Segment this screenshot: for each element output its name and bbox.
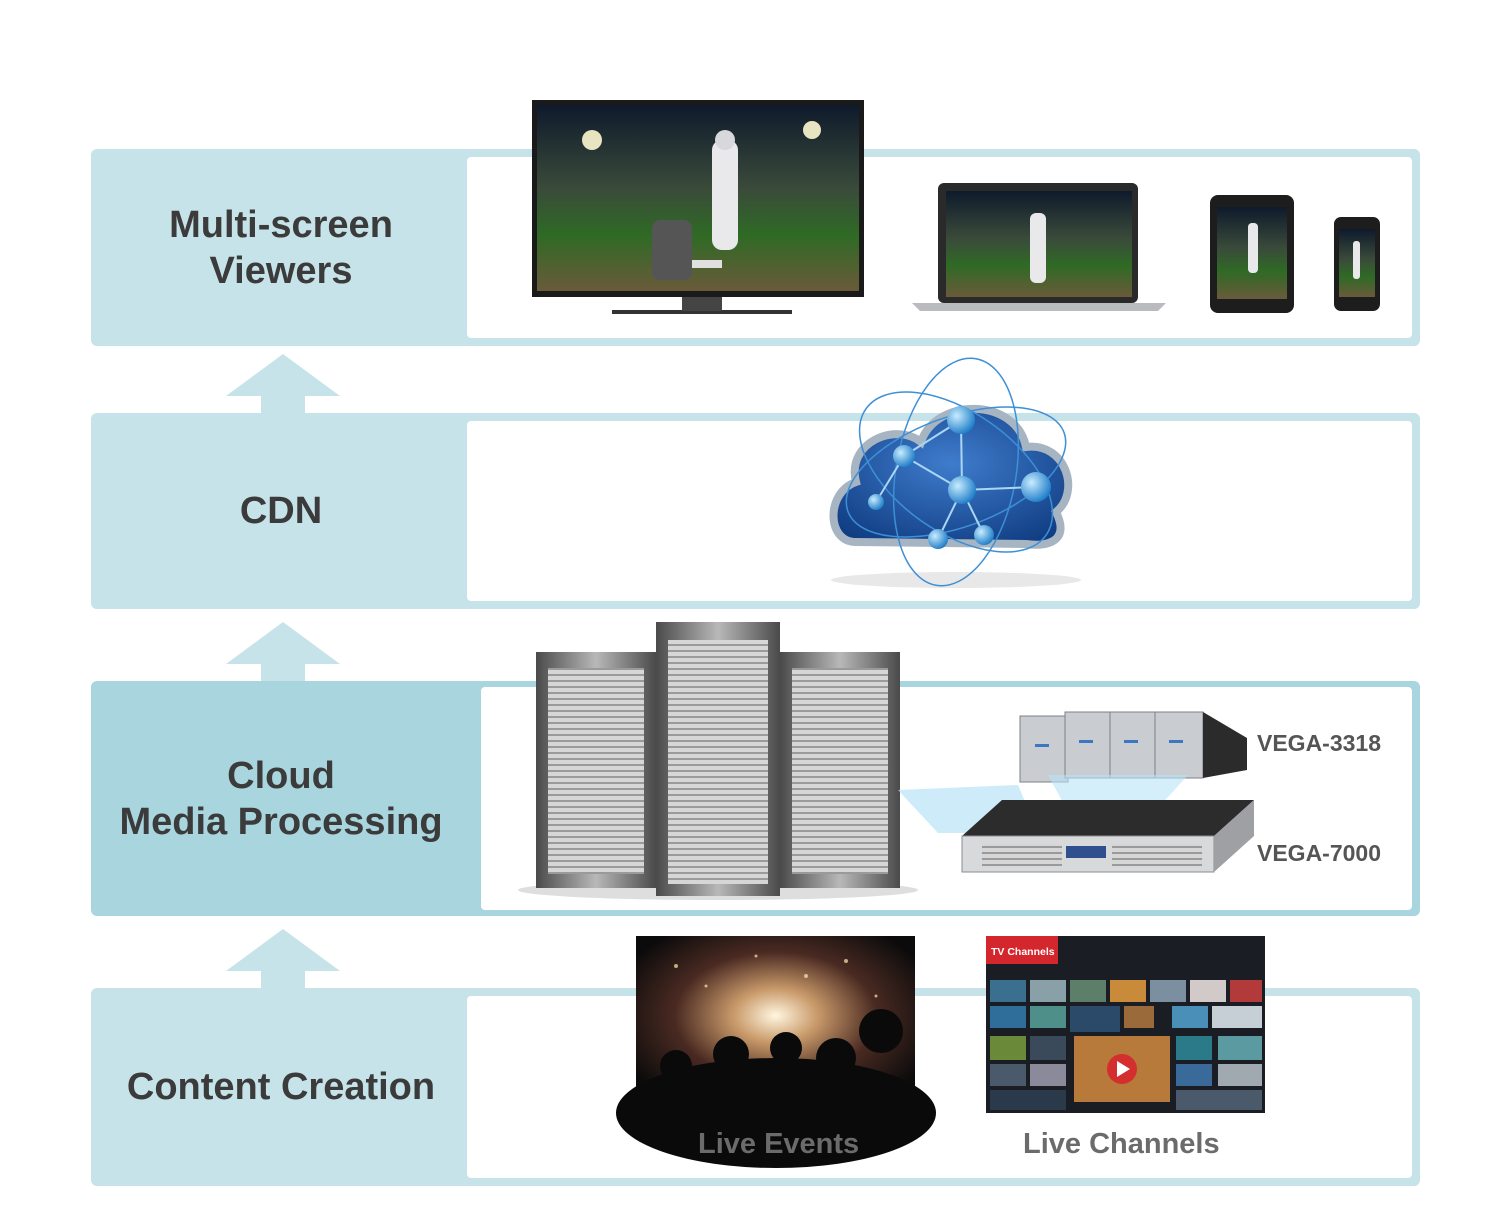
tv-icon: [532, 100, 864, 314]
processing-label-line1: Cloud: [227, 754, 335, 797]
processing-label-line2: Media Processing: [119, 800, 443, 843]
vega-7000-label: VEGA-7000: [1257, 840, 1382, 866]
tv-channels-badge: TV Channels: [991, 946, 1055, 958]
cdn-label: CDN: [239, 490, 323, 532]
cloud-network-icon: [829, 357, 1081, 588]
cdn-layer: CDN: [91, 413, 1420, 609]
live-channels-caption: Live Channels: [1023, 1128, 1220, 1160]
laptop-icon: [912, 183, 1166, 311]
gpu-card-icon: [1019, 711, 1247, 783]
live-events-caption: Live Events: [698, 1128, 860, 1160]
tv-channels-photo-icon: TV Channels: [986, 936, 1265, 1113]
cdn-layer-label: CDN: [91, 413, 471, 609]
content-layer-label: Content Creation: [91, 988, 471, 1186]
tablet-icon: [1210, 195, 1294, 313]
viewers-layer-label: Multi-screen Viewers: [91, 149, 471, 346]
viewers-label-line1: Multi-screen: [169, 203, 393, 246]
processing-layer-label: Cloud Media Processing: [91, 681, 471, 916]
rack-appliance-icon: [961, 800, 1254, 873]
content-panel: [467, 996, 1412, 1178]
server-rack-icon: [518, 622, 918, 900]
concert-photo-icon: [616, 936, 936, 1168]
content-label: Content Creation: [126, 1066, 436, 1108]
viewers-label-line2: Viewers: [209, 249, 353, 292]
phone-icon: [1334, 217, 1380, 311]
vega-3318-label: VEGA-3318: [1257, 730, 1382, 756]
